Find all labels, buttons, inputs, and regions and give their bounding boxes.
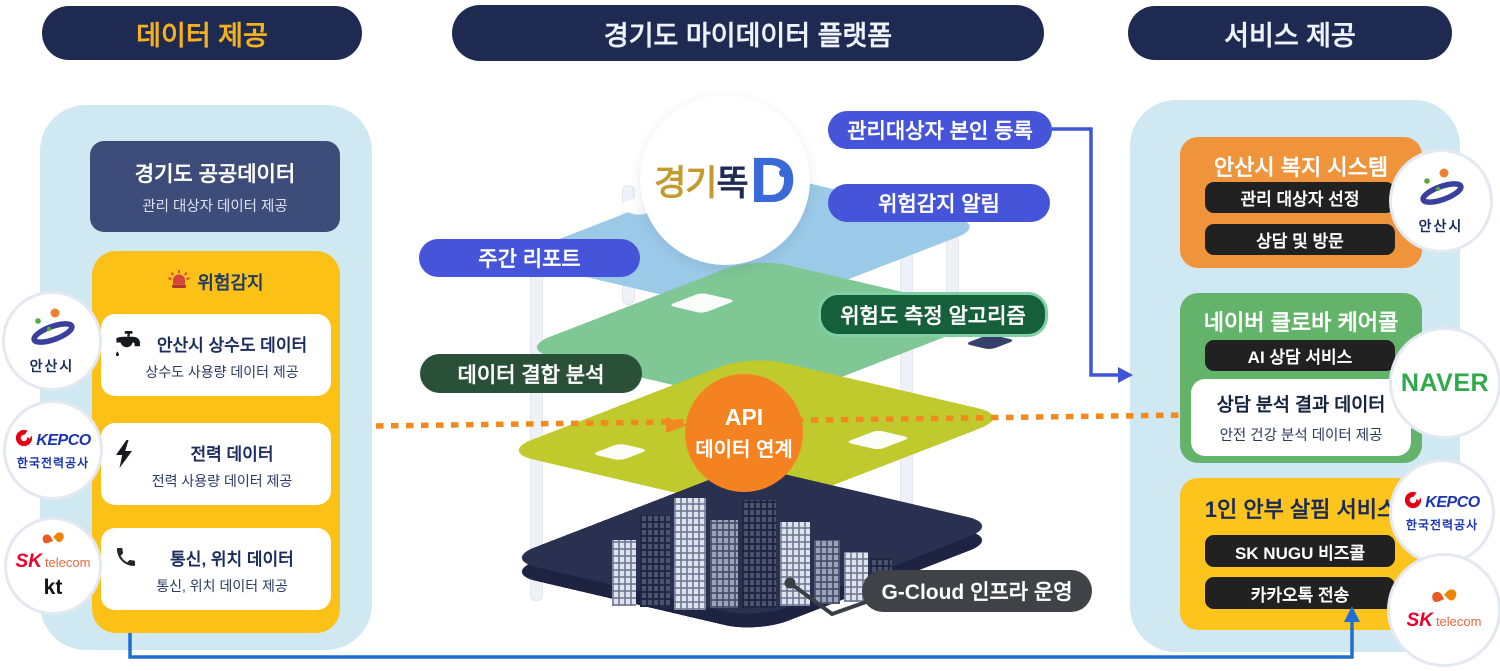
kt-wordmark: kt bbox=[43, 576, 63, 599]
sk-telecom-kt-logo: SK telecom kt bbox=[7, 520, 99, 612]
kepco-wordmark: KEPCO bbox=[36, 431, 91, 449]
ansan-city-logo: 안산시 bbox=[5, 294, 99, 388]
risk-detection-header: 위험감지 bbox=[92, 269, 340, 295]
header-data-provision: 데이터 제공 bbox=[42, 6, 362, 60]
kepco-mark-icon bbox=[15, 427, 36, 452]
api-link-circle: API 데이터 연계 bbox=[685, 374, 803, 492]
sk-wordmark: SK bbox=[1406, 609, 1433, 631]
card-title: 안산시 상수도 데이터 bbox=[156, 336, 308, 355]
telecom-wordmark: telecom bbox=[1435, 613, 1482, 629]
card-subtitle: 상수도 사용량 데이터 제공 bbox=[145, 364, 299, 380]
kepco-korean-label: 한국전력공사 bbox=[1405, 518, 1479, 532]
platform-pillar bbox=[947, 237, 958, 337]
api-sublabel: 데이터 연계 bbox=[695, 439, 793, 461]
welfare-pill-visit: 상담 및 방문 bbox=[1205, 224, 1395, 255]
logo-ddok-text: 똑 bbox=[716, 163, 748, 203]
callout-risk-alarm: 위험감지 알림 bbox=[828, 184, 1050, 222]
welfare-title: 안산시 복지 시스템 bbox=[1213, 155, 1389, 180]
building-illustration bbox=[780, 522, 810, 606]
logo-gyeonggi-text: 경기 bbox=[654, 163, 717, 203]
desk-illustration bbox=[919, 343, 977, 361]
card-subtitle: 전력 사용량 데이터 제공 bbox=[151, 473, 293, 489]
telecom-wordmark: telecom bbox=[44, 555, 91, 570]
bolt-icon bbox=[114, 440, 134, 473]
kepco-logo: KEPCO 한국전력공사 bbox=[1392, 462, 1492, 562]
power-data-card: 전력 데이터 전력 사용량 데이터 제공 bbox=[101, 423, 331, 505]
ansan-city-mark-icon bbox=[1414, 167, 1468, 214]
public-data-subtitle: 관리 대상자 데이터 제공 bbox=[142, 198, 288, 215]
naver-logo: NAVER bbox=[1392, 330, 1498, 436]
sk-wordmark: SK bbox=[15, 551, 42, 572]
kepco-mark-icon bbox=[1404, 489, 1425, 514]
telecom-data-card: 통신, 위치 데이터 통신, 위치 데이터 제공 bbox=[101, 528, 331, 610]
callout-risk-algorithm: 위험도 측정 알고리즘 bbox=[818, 292, 1048, 337]
gyeonggi-ddokd-logo: 경기 똑 D bbox=[640, 95, 810, 265]
safety-title: 1인 안부 살핌 서비스 bbox=[1204, 497, 1398, 522]
kepco-korean-label: 한국전력공사 bbox=[16, 456, 90, 470]
header-service-provision: 서비스 제공 bbox=[1128, 6, 1452, 60]
building-illustration bbox=[710, 520, 738, 608]
carecall-card-title: 상담 분석 결과 데이터 bbox=[1216, 393, 1386, 415]
ansan-city-label: 안산시 bbox=[29, 357, 75, 374]
naver-wordmark: NAVER bbox=[1400, 368, 1490, 397]
phone-icon bbox=[114, 545, 138, 574]
ansan-city-logo: 안산시 bbox=[1392, 152, 1490, 250]
safety-pill-kakao: 카카오톡 전송 bbox=[1205, 577, 1395, 609]
sk-wing-icon bbox=[40, 532, 66, 551]
building-illustration bbox=[640, 515, 670, 607]
public-data-box: 경기도 공공데이터 관리 대상자 데이터 제공 bbox=[90, 141, 340, 232]
logo-d-dot bbox=[779, 169, 787, 177]
welfare-pill-selection: 관리 대상자 선정 bbox=[1205, 182, 1395, 213]
building-illustration bbox=[674, 498, 706, 610]
ansan-city-mark-icon bbox=[25, 307, 79, 354]
carecall-result-card: 상담 분석 결과 데이터 안전 건강 분석 데이터 제공 bbox=[1191, 379, 1411, 456]
kepco-wordmark: KEPCO bbox=[1425, 493, 1480, 511]
card-title: 전력 데이터 bbox=[190, 445, 274, 464]
logo-d-text: D bbox=[749, 144, 796, 216]
card-subtitle: 통신, 위치 데이터 제공 bbox=[156, 578, 288, 594]
card-title: 통신, 위치 데이터 bbox=[170, 550, 294, 569]
water-data-card: 안산시 상수도 데이터 상수도 사용량 데이터 제공 bbox=[101, 314, 331, 396]
api-label: API bbox=[724, 404, 764, 430]
safety-pill-nugu: SK NUGU 비즈콜 bbox=[1205, 535, 1395, 567]
public-data-title: 경기도 공공데이터 bbox=[134, 162, 296, 186]
header-platform-title: 경기도 마이데이터 플랫폼 bbox=[452, 5, 1044, 61]
risk-detection-label: 위험감지 bbox=[197, 273, 264, 293]
callout-data-join: 데이터 결합 분석 bbox=[420, 354, 642, 393]
carecall-card-subtitle: 안전 건강 분석 데이터 제공 bbox=[1219, 427, 1383, 444]
sk-wing-icon bbox=[1429, 588, 1459, 610]
callout-gcloud: G-Cloud 인프라 운영 bbox=[862, 570, 1092, 612]
building-illustration bbox=[742, 500, 776, 608]
carecall-title: 네이버 클로바 케어콜 bbox=[1203, 310, 1399, 335]
building-illustration bbox=[612, 540, 636, 606]
sk-telecom-logo: SK telecom bbox=[1390, 556, 1498, 664]
faucet-icon bbox=[114, 331, 142, 363]
callout-weekly-report: 주간 리포트 bbox=[419, 239, 640, 277]
carecall-ai-pill: AI 상담 서비스 bbox=[1205, 340, 1395, 371]
platform-pillar bbox=[531, 265, 542, 600]
siren-icon bbox=[168, 269, 191, 295]
building-illustration bbox=[814, 540, 840, 604]
kepco-logo: KEPCO 한국전력공사 bbox=[6, 403, 100, 497]
callout-register: 관리대상자 본인 등록 bbox=[828, 111, 1052, 149]
ansan-city-label: 안산시 bbox=[1418, 217, 1464, 234]
